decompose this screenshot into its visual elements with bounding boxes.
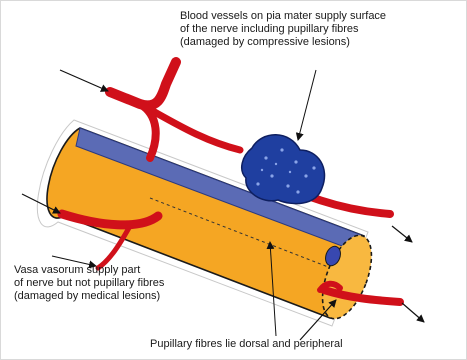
label-pia-line-1: Blood vessels on pia mater supply surfac… xyxy=(180,10,386,23)
label-pia-blood-vessels: Blood vessels on pia mater supply surfac… xyxy=(180,10,386,49)
label-vasa-line-2: of nerve but not pupillary fibres xyxy=(14,277,164,290)
leader-line-pia xyxy=(298,70,316,140)
label-pia-line-2: of the nerve including pupillary fibres xyxy=(180,23,386,36)
label-vasa-line-3: (damaged by medical lesions) xyxy=(14,290,164,303)
label-pupillary-fibres: Pupillary fibres lie dorsal and peripher… xyxy=(150,338,343,351)
label-pia-line-3: (damaged by compressive lesions) xyxy=(180,36,386,49)
label-vasa-vasorum: Vasa vasorum supply part of nerve but no… xyxy=(14,264,164,303)
label-vasa-line-1: Vasa vasorum supply part xyxy=(14,264,164,277)
compressive-lesion xyxy=(242,135,325,204)
outflow-arrow-bottom xyxy=(402,303,424,322)
inflow-arrow-top xyxy=(60,70,108,91)
outflow-arrow-right xyxy=(392,226,412,242)
